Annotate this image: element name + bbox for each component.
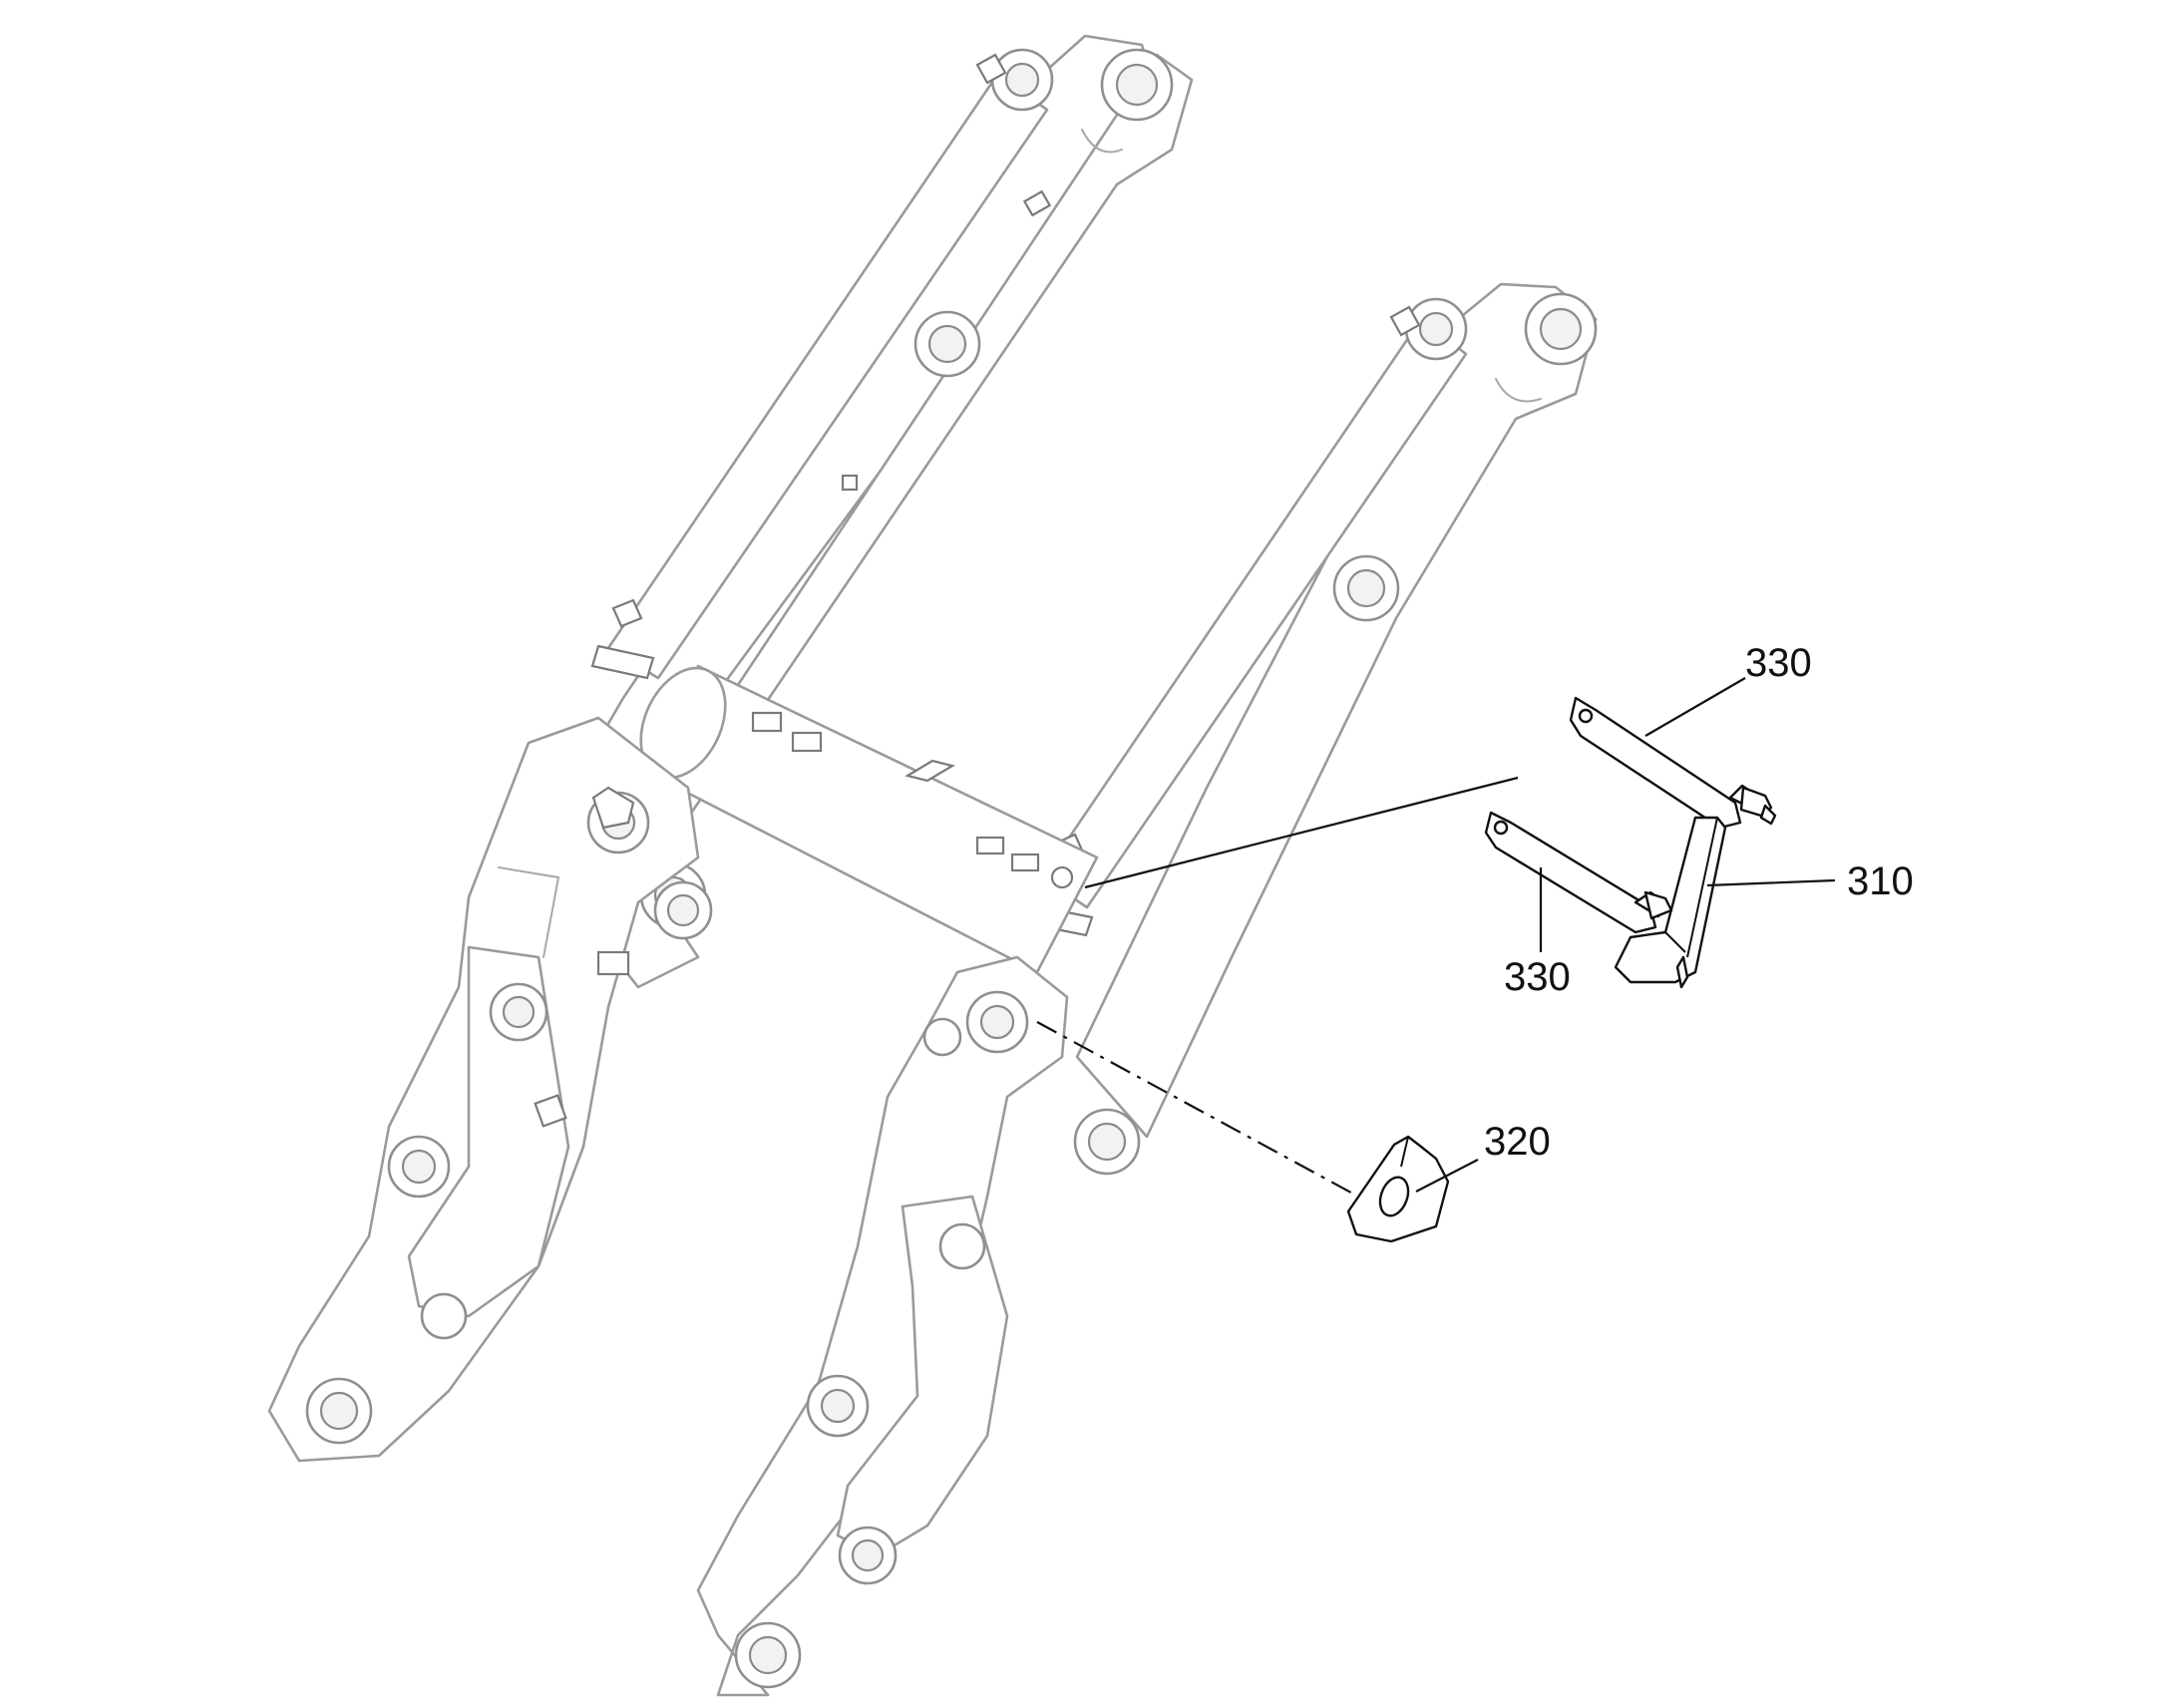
callout-number: 310	[1847, 859, 1914, 903]
strap-330-lower	[1484, 811, 1673, 934]
install-centerline	[1036, 1021, 1359, 1197]
tilt-cylinder-left	[590, 48, 1054, 680]
callout-leader	[1706, 878, 1836, 887]
callout-310: 310	[1706, 859, 1914, 903]
exploded-hardware	[1036, 696, 1777, 1243]
callout-leader	[1644, 677, 1746, 737]
clip-320	[1346, 1135, 1450, 1243]
assembly-leader-line	[1084, 776, 1519, 889]
callout-number: 330	[1745, 641, 1812, 685]
lift-arm-left	[586, 34, 1194, 989]
strap-330-upper	[1569, 696, 1777, 830]
callout-number: 320	[1484, 1120, 1551, 1164]
lower-frame-left	[267, 716, 713, 1463]
callout-number: 330	[1504, 955, 1571, 999]
loader-frame-assembly	[267, 34, 1598, 1697]
lower-frame-right	[696, 955, 1069, 1697]
bracket-310	[1614, 816, 1727, 989]
callout-330-bottom: 330	[1504, 867, 1571, 999]
callout-330-top: 330	[1644, 641, 1812, 737]
callout-320: 320	[1415, 1120, 1551, 1193]
callout-leader	[1415, 1159, 1479, 1193]
